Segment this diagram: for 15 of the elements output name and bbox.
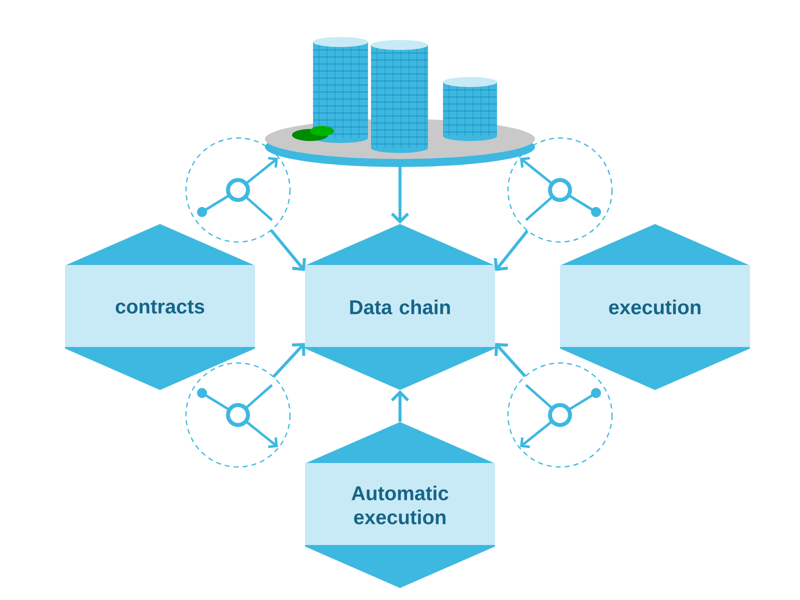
network-icon [507,137,613,243]
hexagon-box: contracts [65,224,255,390]
arrow [270,229,306,271]
network-icon [185,137,291,243]
network-icon [185,362,291,468]
arrow [390,390,410,422]
network-icon [507,362,613,468]
hexagon-box: Automatic execution [305,422,495,588]
arrow [494,343,526,378]
arrow [390,165,410,224]
database-drawing [265,37,535,167]
arrow [494,230,529,271]
hexagon-box: execution [560,224,750,390]
arrow [272,343,306,378]
hexagon-box: Data chain [305,224,495,390]
